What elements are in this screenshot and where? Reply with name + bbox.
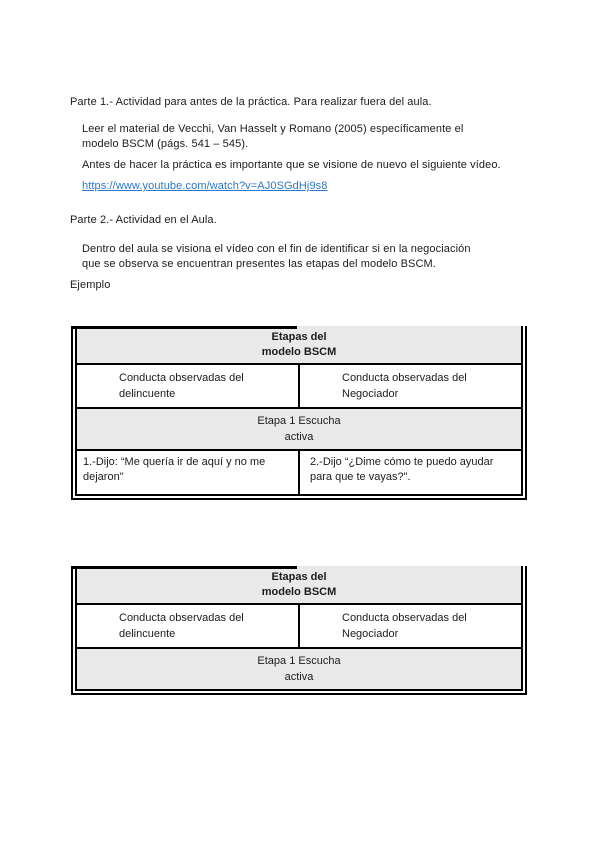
table-row: Conducta observadas del delincuente Cond… bbox=[75, 363, 523, 409]
table-top-border-segment bbox=[71, 326, 297, 329]
bscm-blank-table-grid: Etapas del modelo BSCM Conducta observad… bbox=[75, 566, 523, 691]
delincuente-quote-cell: 1.-Dijo: “Me quería ir de aquí y no me d… bbox=[75, 449, 300, 496]
column-header-delincuente: Conducta observadas del delincuente bbox=[75, 363, 300, 409]
ejemplo-label: Ejemplo bbox=[70, 279, 111, 291]
column-header-negociador: Conducta observadas del Negociador bbox=[298, 363, 523, 409]
bscm-example-table: Etapas del modelo BSCM Conducta observad… bbox=[71, 326, 527, 500]
negociador-quote-cell: 2.-Dijo “¿Dime cómo te puedo ayudar para… bbox=[298, 449, 523, 496]
table-row: Etapa 1 Escucha activa bbox=[75, 647, 523, 691]
stage-1-row: Etapa 1 Escucha activa bbox=[75, 407, 523, 451]
table-top-border-segment bbox=[71, 566, 297, 569]
table-row: Etapa 1 Escucha activa bbox=[75, 407, 523, 451]
table-row: Etapas del modelo BSCM bbox=[75, 566, 523, 605]
parte1-item-video: Antes de hacer la práctica es importante… bbox=[82, 159, 501, 171]
parte2-item: Dentro del aula se visiona el vídeo con … bbox=[82, 243, 471, 270]
table-row: Etapas del modelo BSCM bbox=[75, 326, 523, 365]
stage-1-row: Etapa 1 Escucha activa bbox=[75, 647, 523, 691]
column-header-delincuente: Conducta observadas del delincuente bbox=[75, 603, 300, 649]
table-title: Etapas del modelo BSCM bbox=[75, 326, 523, 365]
parte1-heading: Parte 1.- Actividad para antes de la prá… bbox=[70, 96, 432, 108]
parte1-item-reading: Leer el material de Vecchi, Van Hasselt … bbox=[82, 123, 464, 150]
parte2-heading: Parte 2.- Actividad en el Aula. bbox=[70, 214, 217, 226]
column-header-negociador: Conducta observadas del Negociador bbox=[298, 603, 523, 649]
bscm-blank-table: Etapas del modelo BSCM Conducta observad… bbox=[71, 566, 527, 695]
bscm-example-table-grid: Etapas del modelo BSCM Conducta observad… bbox=[75, 326, 523, 496]
table-row: Conducta observadas del delincuente Cond… bbox=[75, 603, 523, 649]
table-title: Etapas del modelo BSCM bbox=[75, 566, 523, 605]
table-row: 1.-Dijo: “Me quería ir de aquí y no me d… bbox=[75, 449, 523, 496]
youtube-link[interactable]: https://www.youtube.com/watch?v=AJ0SGdHj… bbox=[82, 180, 328, 192]
